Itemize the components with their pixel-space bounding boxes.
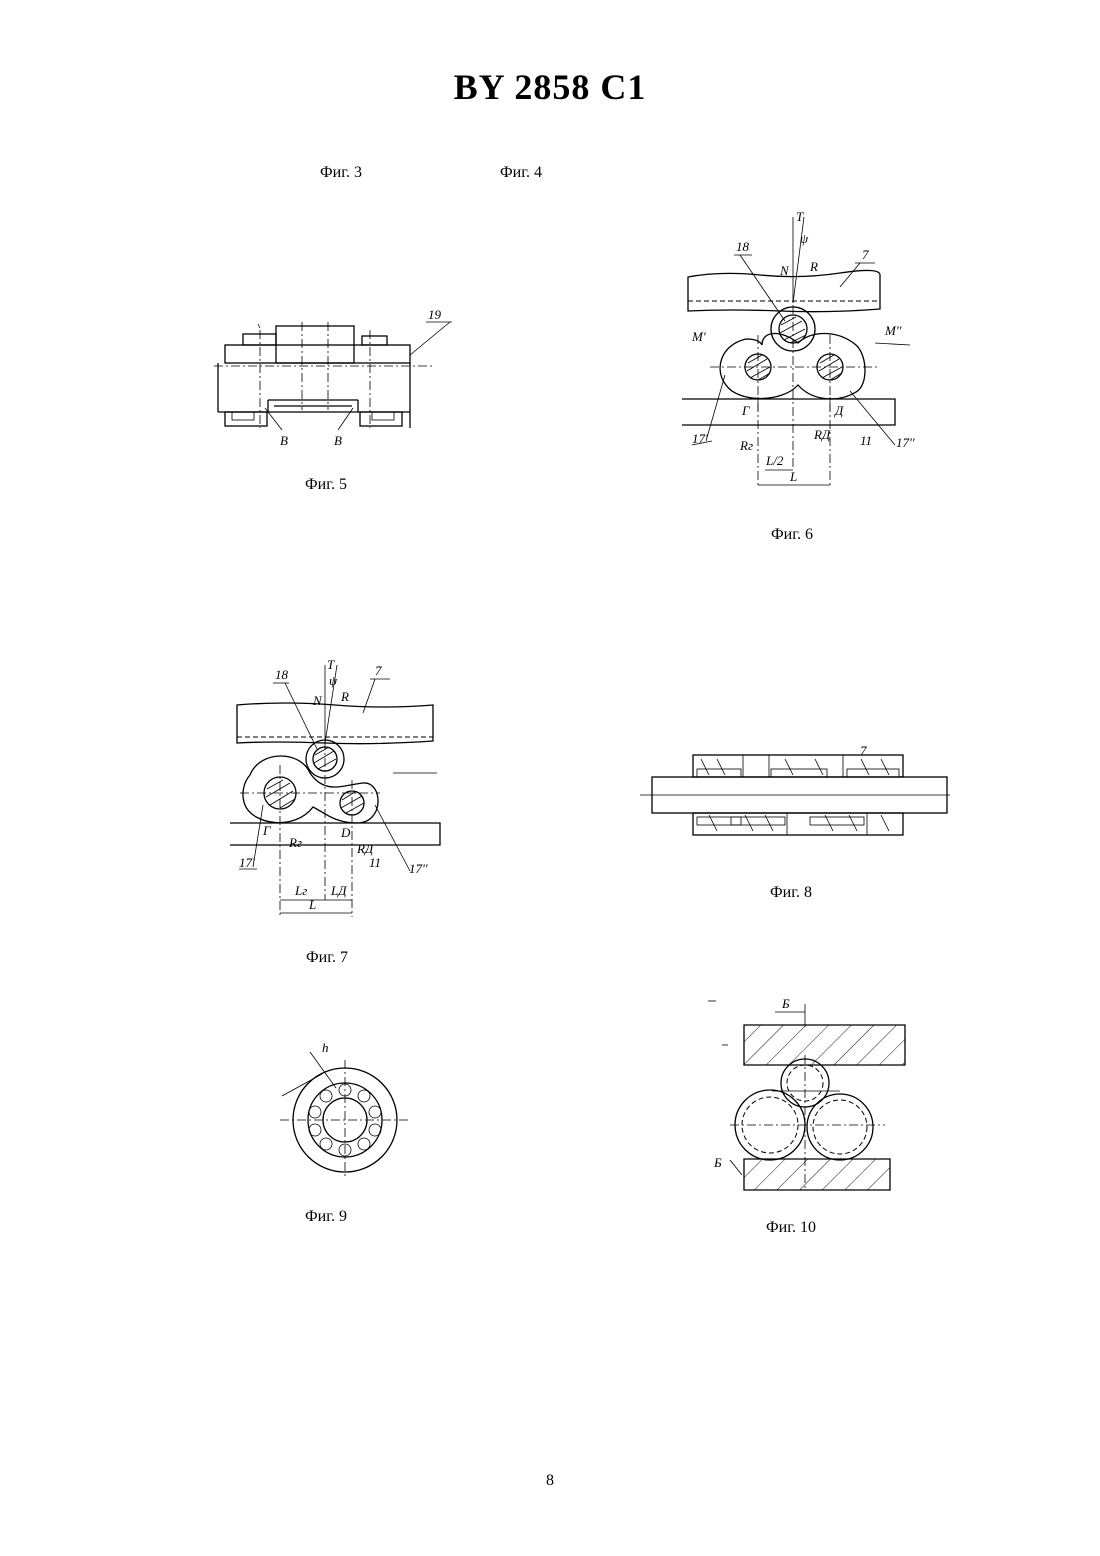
fig10-label-b-top: Б <box>781 996 790 1011</box>
fig6-label-g: Г <box>741 403 750 418</box>
fig7-label-11: 11 <box>369 855 381 870</box>
fig7-label-7: 7 <box>375 663 382 678</box>
figure-10-drawing: Б Б <box>700 995 920 1200</box>
fig5-label-b2: B <box>334 433 342 448</box>
fig7-label-rd: RД <box>356 841 374 856</box>
fig7-label-ld: LД <box>330 883 347 898</box>
caption-fig5: Фиг. 5 <box>305 476 347 494</box>
fig6-label-r: R <box>809 259 818 274</box>
fig7-label-17b: 17'' <box>409 861 428 876</box>
fig6-label-18: 18 <box>736 239 750 254</box>
fig6-label-psi: ψ <box>800 231 809 246</box>
figure-9-drawing: h <box>270 1030 420 1180</box>
fig5-label-b1: B <box>280 433 288 448</box>
fig6-label-d: Д <box>833 403 844 418</box>
figure-5-drawing: 19 B B <box>210 300 470 460</box>
fig6-label-17a: 17' <box>692 431 708 446</box>
caption-fig9: Фиг. 9 <box>305 1208 347 1226</box>
fig7-label-g: Г <box>262 823 271 838</box>
fig6-label-rd: RД <box>813 427 831 442</box>
document-number: BY 2858 C1 <box>0 66 1100 108</box>
fig7-label-17a: 17' <box>239 855 255 870</box>
fig7-label-lg: Lг <box>294 883 307 898</box>
figure-7-drawing: T ψ Lг LД L 18 N R 7 Г D Rг RД 17' 11 <box>225 655 455 925</box>
fig8-label-7: 7 <box>860 743 867 758</box>
fig6-label-l: L <box>789 469 797 484</box>
fig6-label-rg: Rг <box>739 438 753 453</box>
fig6-label-m1: M' <box>691 329 706 344</box>
fig7-label-18: 18 <box>275 667 289 682</box>
caption-fig8: Фиг. 8 <box>770 884 812 902</box>
fig10-label-b-left: Б <box>713 1155 722 1170</box>
figure-8-drawing: 7 <box>635 745 955 845</box>
caption-fig6: Фиг. 6 <box>771 526 813 544</box>
fig6-label-t: T <box>796 209 804 224</box>
caption-fig3: Фиг. 3 <box>320 164 362 182</box>
fig5-label-19: 19 <box>428 307 442 322</box>
fig7-label-n: N <box>312 693 323 708</box>
fig9-label-h: h <box>322 1040 329 1055</box>
fig6-label-n: N <box>779 263 790 278</box>
fig7-label-t: T <box>327 657 335 672</box>
fig6-label-17b: 17'' <box>896 435 915 450</box>
fig7-label-d: D <box>340 825 351 840</box>
fig6-label-half-l: L/2 <box>765 453 784 468</box>
fig7-label-l: L <box>308 897 316 912</box>
caption-fig4: Фиг. 4 <box>500 164 542 182</box>
caption-fig7: Фиг. 7 <box>306 949 348 967</box>
fig7-label-psi: ψ <box>329 673 338 688</box>
fig7-label-r: R <box>340 689 349 704</box>
figure-6-drawing: T ψ L/2 L 18 N R 7 M' M'' Г Д Rг RД <box>680 205 940 495</box>
fig6-label-m2: M'' <box>884 323 902 338</box>
fig6-label-7: 7 <box>862 247 869 262</box>
fig7-label-rg: Rг <box>288 835 302 850</box>
page-number: 8 <box>0 1472 1100 1490</box>
caption-fig10: Фиг. 10 <box>766 1219 816 1237</box>
fig6-label-11: 11 <box>860 433 872 448</box>
